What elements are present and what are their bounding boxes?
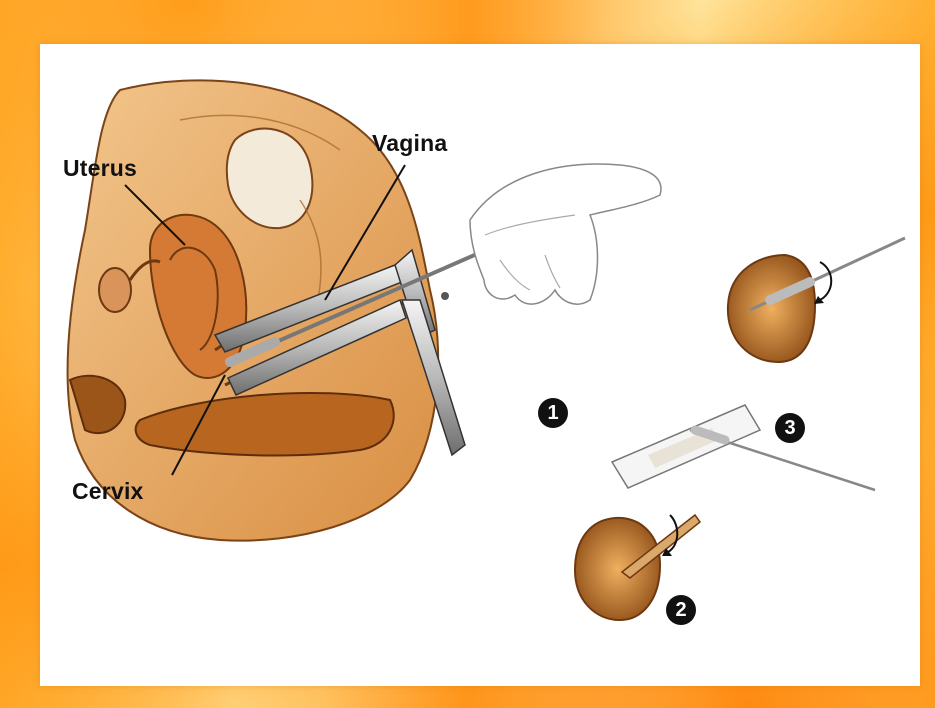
cervix-label: Cervix bbox=[72, 478, 144, 505]
microscope-slide-illustration bbox=[612, 405, 875, 490]
uterus-label: Uterus bbox=[63, 155, 137, 182]
step-2-badge: 2 bbox=[666, 595, 696, 625]
hand-illustration bbox=[470, 164, 661, 304]
vagina-label: Vagina bbox=[372, 130, 447, 157]
step-3-badge: 3 bbox=[775, 413, 805, 443]
cervix-brush-rotation-top bbox=[728, 238, 905, 362]
step-1-badge: 1 bbox=[538, 398, 568, 428]
